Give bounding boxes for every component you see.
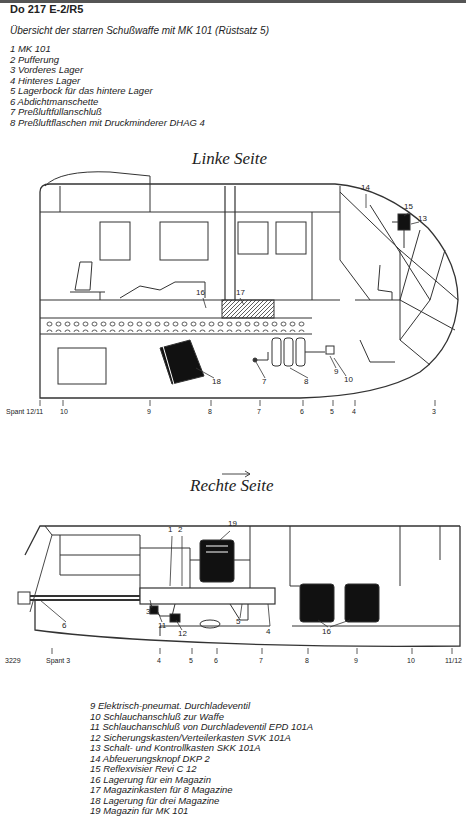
frame-number: 9 xyxy=(354,657,358,665)
frame-number: 7 xyxy=(259,657,263,665)
legend-line: 14 Abfeuerungsknopf DKP 2 xyxy=(90,754,210,764)
frame-number: 4 xyxy=(352,408,356,416)
legend-line: 17 Magazinkasten für 8 Magazine xyxy=(90,785,233,795)
frame-number: 6 xyxy=(300,408,304,416)
frame-number: 5 xyxy=(189,657,193,665)
callout-number: 4 xyxy=(266,628,270,637)
callout-number: 16 xyxy=(322,628,331,637)
legend-line: 15 Reflexvisier Revi C 12 xyxy=(90,764,197,774)
frame-number: 10 xyxy=(407,657,415,665)
frame-number: 11/12 xyxy=(445,657,462,665)
frame-number: 10 xyxy=(60,408,68,416)
legend-line: 2 Pufferung xyxy=(10,55,59,65)
legend-line: 18 Lagerung für drei Magazine xyxy=(90,796,219,806)
legend-line: 7 Preßluftfüllanschluß xyxy=(10,107,102,117)
callout-number: 7 xyxy=(262,378,266,387)
frame-number: 3229 xyxy=(5,657,21,665)
view-heading: Rechte Seite xyxy=(190,477,274,496)
legend-line: 11 Schlauchanschluß von Durchladeventil … xyxy=(90,722,313,732)
callout-number: 3 xyxy=(146,608,150,617)
callout-number: 13 xyxy=(418,215,427,224)
callout-number: 8 xyxy=(304,378,308,387)
legend-line: 4 Hinteres Lager xyxy=(10,76,80,86)
subtitle: Übersicht der starren Schußwaffe mit MK … xyxy=(10,25,269,36)
legend-line: 12 Sicherungskasten/Verteilerkasten SVK … xyxy=(90,733,291,743)
frame-number: 9 xyxy=(147,408,151,416)
callout-number: 19 xyxy=(228,520,237,529)
frame-number: 4 xyxy=(157,657,161,665)
legend-line: 16 Lagerung für ein Magazin xyxy=(90,775,211,785)
legend-line: 13 Schalt- und Kontrollkasten SKK 101A xyxy=(90,743,261,753)
callout-number: 9 xyxy=(334,368,338,377)
frame-number: 5 xyxy=(330,408,334,416)
callout-number: 2 xyxy=(178,526,182,535)
callout-number: 1 xyxy=(168,526,172,535)
legend-line: 5 Lagerbock für das hintere Lager xyxy=(10,86,153,96)
callout-number: 15 xyxy=(404,203,413,212)
right-side-view xyxy=(18,526,460,654)
callout-number: 18 xyxy=(212,378,221,387)
legend-line: 10 Schlauchanschluß zur Waffe xyxy=(90,712,224,722)
callout-number: 11 xyxy=(158,622,166,631)
frame-number: 8 xyxy=(208,408,212,416)
view-heading: Linke Seite xyxy=(192,150,267,169)
callout-number: 5 xyxy=(236,618,240,627)
callout-number: 17 xyxy=(236,289,245,298)
callout-number: 6 xyxy=(62,622,66,631)
frame-number: Spant 12/11 xyxy=(6,408,43,416)
callout-number: 16 xyxy=(196,289,205,298)
frame-number: Spant 3 xyxy=(46,657,70,665)
page-title: Do 217 E-2/R5 xyxy=(10,3,83,15)
frame-number: 8 xyxy=(305,657,309,665)
callout-number: 12 xyxy=(178,630,187,639)
frame-number: 7 xyxy=(257,408,261,416)
frame-number: 3 xyxy=(432,408,436,416)
legend-line: 8 Preßluftflaschen mit Druckminderer DHA… xyxy=(10,118,205,128)
left-side-view xyxy=(40,172,458,406)
legend-line: 6 Abdichtmanschette xyxy=(10,97,98,107)
frame-number: 6 xyxy=(214,657,218,665)
callout-number: 10 xyxy=(344,376,353,385)
callout-number: 14 xyxy=(361,184,370,193)
legend-line: 1 MK 101 xyxy=(10,44,51,54)
legend-line: 9 Elektrisch-pneumat. Durchladeventil xyxy=(90,701,250,711)
legend-line: 3 Vorderes Lager xyxy=(10,65,83,75)
legend-line: 19 Magazin für MK 101 xyxy=(90,806,188,816)
